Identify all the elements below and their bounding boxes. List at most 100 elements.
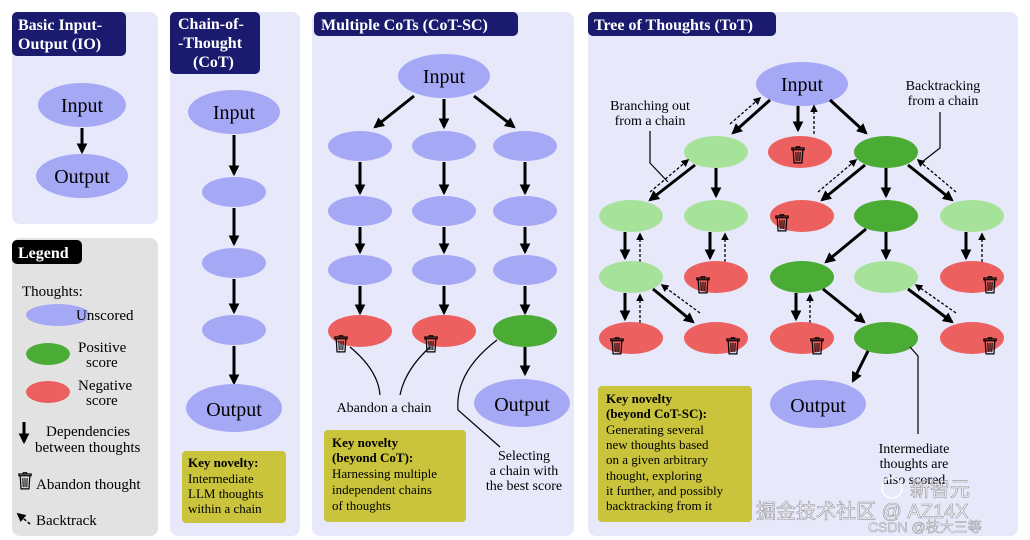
- legend-negative-line1: Negative: [78, 378, 132, 394]
- tot-novelty-line8: backtracking from it: [606, 498, 713, 513]
- tot-backtrack-arrow: [914, 284, 957, 314]
- cot-input-node: [188, 90, 280, 134]
- selecting-pointer-line: [457, 339, 501, 448]
- cot-novelty-line3: LLM thoughts: [188, 486, 263, 501]
- tot-novelty-line4: new thoughts based: [606, 437, 709, 452]
- abandon-chain-label: Abandon a chain: [337, 401, 432, 416]
- tot-arrow: [648, 163, 696, 202]
- tot-novelty-line6: thought, exploring: [606, 468, 703, 483]
- io-output-node: [36, 154, 128, 198]
- tot-thought-light: [684, 200, 748, 232]
- tot-backtrack-arrow: [649, 158, 690, 193]
- tot-title-box: [588, 12, 776, 36]
- cotsc-thought-node: [328, 131, 392, 161]
- cot-title-line2: -Thought: [178, 35, 243, 52]
- legend-title: Legend: [18, 245, 69, 262]
- tot-arrow: [822, 287, 866, 324]
- cotsc-output-node: [474, 379, 570, 427]
- backtracking-pointer-line: [921, 112, 941, 163]
- watermark-line3: CSDN @枝大三等: [868, 519, 982, 535]
- legend-unscored: Unscored: [76, 308, 134, 324]
- cot-title-box: [170, 12, 260, 74]
- cotsc-thought-node: [412, 131, 476, 161]
- watermark-line1: 掘金技术社区 @ AZ14X: [756, 500, 969, 523]
- tot-arrow: [828, 98, 868, 135]
- selecting-line1: Selecting: [498, 449, 550, 464]
- io-title-box: [12, 12, 126, 56]
- tot-input-label: Input: [781, 74, 824, 96]
- cot-title-line1: Chain-of-: [178, 16, 244, 33]
- cotsc-input-node: [398, 54, 490, 98]
- tot-novelty-box: [598, 386, 752, 522]
- cotsc-input-label: Input: [423, 66, 466, 88]
- legend-title-box: [12, 240, 82, 264]
- cotsc-negative-node: [328, 315, 392, 347]
- tot-negative-node: [770, 322, 834, 354]
- cot-input-label: Input: [213, 102, 256, 124]
- cot-output-label: Output: [206, 399, 262, 421]
- legend-positive-line1: Positive: [78, 340, 127, 356]
- tot-thought-light: [684, 136, 748, 168]
- cotsc-novelty-box: [324, 430, 466, 522]
- intermediate-pointer-line: [909, 346, 919, 434]
- tot-arrow: [652, 287, 695, 324]
- cotsc-arrow: [473, 94, 516, 129]
- legend-abandon: Abandon thought: [36, 477, 141, 493]
- tot-arrow: [907, 163, 954, 202]
- tot-thought-light: [854, 261, 918, 293]
- tot-positive-node: [854, 136, 918, 168]
- legend-negative-line2: score: [86, 393, 118, 409]
- cotsc-thought-node: [412, 255, 476, 285]
- backtracking-line1: Backtracking: [906, 79, 981, 94]
- cotsc-novelty-line1: Key novelty: [332, 435, 399, 450]
- cotsc-thought-node: [493, 255, 557, 285]
- tot-novelty-line1: Key novelty: [606, 391, 673, 406]
- tot-backtrack-arrow: [817, 158, 858, 193]
- cotsc-thought-node: [412, 196, 476, 226]
- watermark: 新智元 掘金技术社区 @ AZ14X CSDN @枝大三等: [756, 477, 982, 535]
- legend-dependencies-line1: Dependencies: [46, 424, 130, 440]
- io-input-label: Input: [61, 95, 104, 117]
- io-title-line2: Output (IO): [18, 36, 101, 53]
- tot-novelty-line3: Generating several: [606, 422, 704, 437]
- cotsc-title: Multiple CoTs (CoT-SC): [321, 17, 488, 34]
- intermediate-line2: thoughts are: [880, 457, 949, 472]
- tot-negative-node: [599, 322, 663, 354]
- tot-backtrack-arrow: [916, 158, 957, 193]
- cotsc-thought-node: [493, 196, 557, 226]
- cotsc-novelty-line5: of thoughts: [332, 498, 391, 513]
- selecting-line2: a chain with: [490, 464, 558, 479]
- branching-line2: from a chain: [615, 114, 686, 129]
- tot-arrow: [851, 350, 870, 383]
- cot-title-line3: (CoT): [193, 54, 234, 71]
- io-input-node: [38, 83, 126, 127]
- tot-positive-node: [854, 200, 918, 232]
- cotsc-novelty-line4: independent chains: [332, 482, 432, 497]
- io-output-label: Output: [54, 166, 110, 188]
- cotsc-novelty-line3: Harnessing multiple: [332, 466, 437, 481]
- tot-thought-light: [940, 200, 1004, 232]
- branching-line1: Branching out: [610, 99, 690, 114]
- legend-positive-swatch: [26, 343, 70, 365]
- cotsc-novelty-line2: (beyond CoT):: [332, 450, 413, 465]
- cot-novelty-line2: Intermediate: [188, 471, 254, 486]
- tot-backtrack-arrow: [729, 96, 762, 125]
- tot-output-node: [770, 380, 866, 428]
- intermediate-line1: Intermediate: [879, 442, 950, 457]
- cot-output-node: [186, 384, 282, 432]
- cotsc-thought-node: [493, 131, 557, 161]
- tot-positive-node: [770, 261, 834, 293]
- cotsc-negative-node: [412, 315, 476, 347]
- legend-backtrack-arrow: [16, 512, 31, 525]
- intermediate-line3: also scored: [883, 473, 946, 488]
- tot-arrow: [731, 98, 771, 135]
- wechat-icon: [881, 477, 903, 499]
- branching-pointer-line: [649, 131, 669, 183]
- tot-arrow: [824, 227, 867, 264]
- tot-backtrack-arrow: [660, 284, 701, 314]
- legend-unscored-swatch: [26, 304, 90, 326]
- tot-arrow: [820, 163, 866, 202]
- tot-novelty-line2: (beyond CoT-SC):: [606, 406, 707, 421]
- legend-thoughts: Thoughts:: [22, 284, 83, 300]
